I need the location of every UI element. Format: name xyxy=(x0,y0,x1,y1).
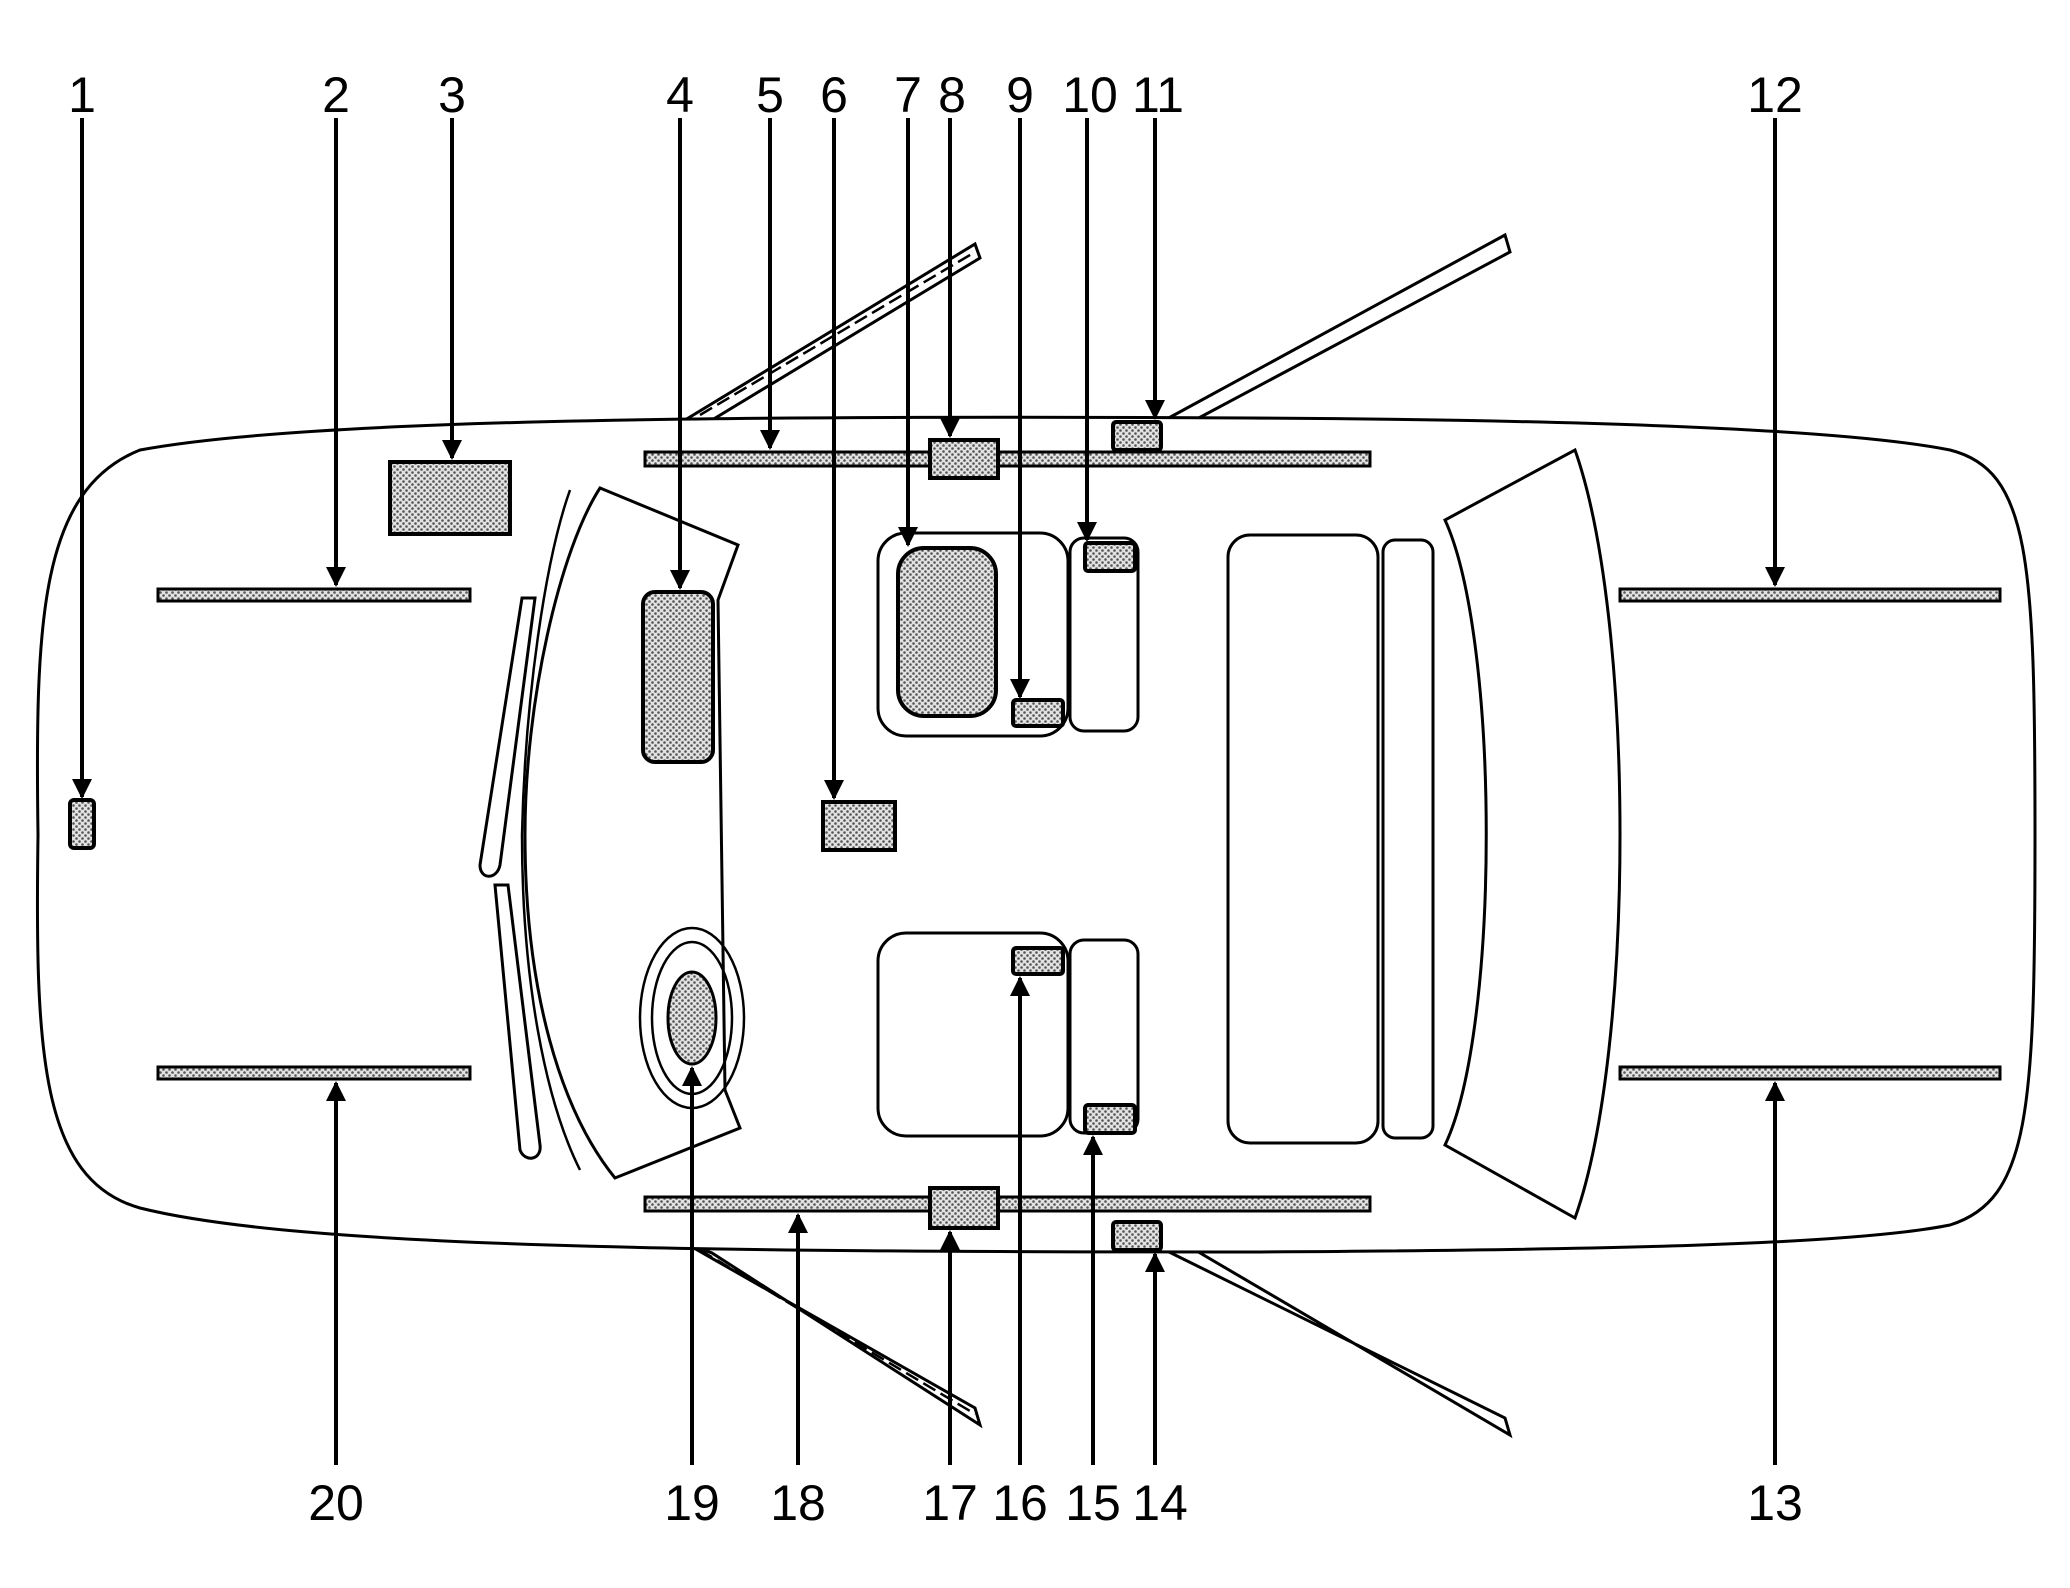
leader-lines xyxy=(72,118,1785,1465)
callout-18: 18 xyxy=(770,1475,826,1531)
component-16 xyxy=(1011,946,1065,976)
windshield-wipers xyxy=(478,489,582,1171)
component-8 xyxy=(928,438,1000,480)
callout-14: 14 xyxy=(1132,1475,1188,1531)
callout-9: 9 xyxy=(1006,67,1034,123)
callout-5: 5 xyxy=(756,67,784,123)
callout-labels: 1 2 3 4 5 6 7 8 9 10 11 12 13 14 15 16 1… xyxy=(68,67,1803,1531)
callout-17: 17 xyxy=(922,1475,978,1531)
callout-11: 11 xyxy=(1132,67,1184,123)
callout-1: 1 xyxy=(68,67,96,123)
callout-10: 10 xyxy=(1062,67,1118,123)
component-4 xyxy=(641,590,715,764)
component-1 xyxy=(68,798,96,850)
component-3 xyxy=(388,460,512,536)
rear-seat xyxy=(1226,533,1435,1145)
side-rails xyxy=(156,450,2002,1213)
callout-20: 20 xyxy=(308,1475,364,1531)
component-15 xyxy=(1083,1103,1137,1135)
callout-2: 2 xyxy=(322,67,350,123)
rear-window xyxy=(1443,447,1622,1221)
callout-7: 7 xyxy=(894,67,922,123)
callout-19: 19 xyxy=(664,1475,720,1531)
callout-4: 4 xyxy=(666,67,694,123)
component-9 xyxy=(1011,698,1065,728)
rear-right-door xyxy=(1164,1248,1513,1439)
callout-3: 3 xyxy=(438,67,466,123)
callout-13: 13 xyxy=(1747,1475,1803,1531)
callout-6: 6 xyxy=(820,67,848,123)
component-7 xyxy=(896,546,998,718)
callout-16: 16 xyxy=(992,1475,1048,1531)
callout-15: 15 xyxy=(1065,1475,1121,1531)
front-right-door xyxy=(684,1241,983,1429)
callout-8: 8 xyxy=(938,67,966,123)
callout-12: 12 xyxy=(1747,67,1803,123)
component-17 xyxy=(928,1186,1000,1230)
component-10 xyxy=(1083,541,1137,573)
components xyxy=(68,420,1163,1252)
rear-left-door xyxy=(1164,232,1512,422)
component-11 xyxy=(1111,420,1163,452)
component-14 xyxy=(1111,1220,1163,1252)
component-6 xyxy=(821,800,897,852)
